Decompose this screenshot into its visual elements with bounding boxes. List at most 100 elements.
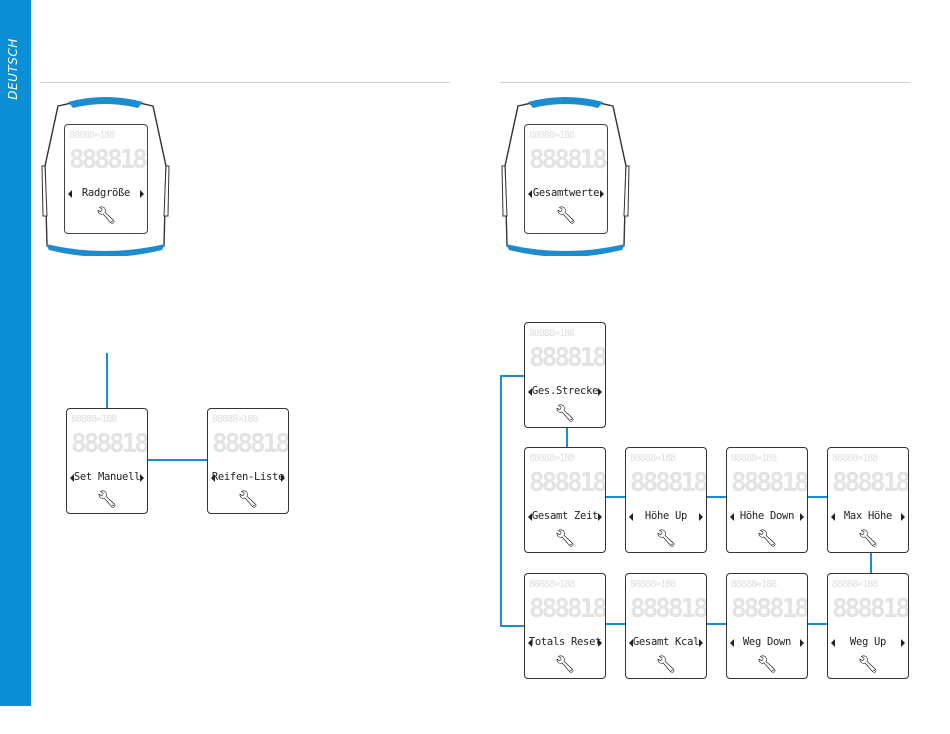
wrench-icon: 🔧︎ (756, 655, 778, 675)
arrow-left-icon (528, 639, 532, 647)
language-label: DEUTSCH (6, 38, 20, 100)
segment-top: 88888≈188 (832, 579, 878, 590)
arrow-left-icon (629, 639, 633, 647)
segment-big: 8888188 (69, 145, 147, 175)
arrow-right-icon (140, 190, 144, 198)
arrow-right-icon (598, 513, 602, 521)
menu-screen-hoehe-down: 88888≈188 8888188 Höhe Down 🔧︎ (726, 447, 808, 553)
connector-line (870, 553, 872, 574)
segment-top: 88888≈188 (630, 579, 676, 590)
wrench-icon: 🔧︎ (655, 655, 677, 675)
language-sidebar: DEUTSCH (0, 0, 31, 706)
device-screen-right: 88888≈188 8888188 Gesamtwerte 🔧︎ (524, 124, 608, 234)
segment-top: 88888≈188 (731, 453, 777, 464)
segment-big: 8888188 (529, 594, 605, 624)
menu-screen-weg-down: 88888≈188 8888188 Weg Down 🔧︎ (726, 573, 808, 679)
wrench-icon: 🔧︎ (554, 529, 576, 549)
menu-screen-reifen-liste: 88888≈188 8888188 Reifen-Liste 🔧︎ (207, 408, 289, 514)
segment-top: 88888≈188 (529, 579, 575, 590)
segment-top: 88888≈188 (832, 453, 878, 464)
screen-label: Radgröße (81, 187, 131, 199)
connector-line (106, 353, 108, 409)
segment-big: 8888188 (529, 145, 607, 175)
arrow-right-icon (800, 513, 804, 521)
wrench-icon: 🔧︎ (756, 529, 778, 549)
section-rule-left (40, 82, 450, 83)
connector-line (606, 496, 626, 498)
menu-screen-totals-reset: 88888≈188 8888188 Totals Reset 🔧︎ (524, 573, 606, 679)
menu-screen-set-manuell: 88888≈188 8888188 Set Manuell 🔧︎ (66, 408, 148, 514)
segment-top: 88888≈188 (529, 453, 575, 464)
menu-screen-hoehe-up: 88888≈188 8888188 Höhe Up 🔧︎ (625, 447, 707, 553)
wrench-icon: 🔧︎ (555, 206, 577, 226)
arrow-right-icon (901, 513, 905, 521)
arrow-right-icon (140, 474, 144, 482)
screen-label: Weg Up (849, 636, 887, 648)
wrench-icon: 🔧︎ (96, 490, 118, 510)
screen-label: Höhe Up (644, 510, 688, 522)
screen-label: Höhe Down (739, 510, 795, 522)
arrow-left-icon (68, 190, 72, 198)
arrow-left-icon (831, 639, 835, 647)
connector-line (500, 625, 524, 627)
segment-top: 88888≈188 (69, 130, 115, 141)
arrow-left-icon (211, 474, 215, 482)
arrow-left-icon (528, 513, 532, 521)
connector-line (500, 375, 524, 377)
arrow-right-icon (600, 190, 604, 198)
menu-screen-gesamt-kcal: 88888≈188 8888188 Gesamt Kcal 🔧︎ (625, 573, 707, 679)
segment-top: 88888≈188 (529, 130, 575, 141)
section-rule-right (500, 82, 910, 83)
connector-line (566, 428, 568, 448)
connector-line (148, 459, 208, 461)
arrow-right-icon (281, 474, 285, 482)
arrow-right-icon (598, 388, 602, 396)
device-screen-left: 88888≈188 8888188 Radgröße 🔧︎ (64, 124, 148, 234)
segment-big: 8888188 (529, 468, 605, 498)
segment-big: 8888188 (731, 468, 807, 498)
arrow-right-icon (699, 639, 703, 647)
wrench-icon: 🔧︎ (554, 655, 576, 675)
segment-top: 88888≈188 (529, 328, 575, 339)
wrench-icon: 🔧︎ (857, 655, 879, 675)
arrow-left-icon (528, 388, 532, 396)
segment-big: 8888188 (832, 468, 908, 498)
screen-label: Reifen-Liste (211, 471, 285, 483)
screen-label: Gesamt Kcal (632, 636, 700, 648)
arrow-left-icon (831, 513, 835, 521)
connector-line (500, 375, 502, 627)
arrow-right-icon (800, 639, 804, 647)
connector-line (606, 623, 626, 625)
screen-label: Ges.Strecke (531, 385, 599, 397)
menu-screen-ges-strecke: 88888≈188 8888188 Ges.Strecke 🔧︎ (524, 322, 606, 428)
segment-big: 8888188 (630, 468, 706, 498)
screen-label: Gesamt Zeit (531, 510, 599, 522)
segment-top: 88888≈188 (630, 453, 676, 464)
device-illustration-right: 88888≈188 8888188 Gesamtwerte 🔧︎ (498, 96, 633, 256)
device-illustration-left: 88888≈188 8888188 Radgröße 🔧︎ (38, 96, 173, 256)
arrow-left-icon (629, 513, 633, 521)
segment-big: 8888188 (71, 429, 147, 459)
connector-line (707, 623, 727, 625)
wrench-icon: 🔧︎ (95, 206, 117, 226)
wrench-icon: 🔧︎ (655, 529, 677, 549)
segment-big: 8888188 (212, 429, 288, 459)
menu-screen-gesamt-zeit: 88888≈188 8888188 Gesamt Zeit 🔧︎ (524, 447, 606, 553)
arrow-left-icon (730, 513, 734, 521)
screen-label: Set Manuell (73, 471, 141, 483)
segment-top: 88888≈188 (212, 414, 258, 425)
segment-big: 8888188 (832, 594, 908, 624)
connector-line (808, 623, 828, 625)
arrow-left-icon (528, 190, 532, 198)
connector-line (707, 496, 727, 498)
arrow-left-icon (730, 639, 734, 647)
wrench-icon: 🔧︎ (857, 529, 879, 549)
menu-screen-max-hoehe: 88888≈188 8888188 Max Höhe 🔧︎ (827, 447, 909, 553)
menu-screen-weg-up: 88888≈188 8888188 Weg Up 🔧︎ (827, 573, 909, 679)
segment-big: 8888188 (630, 594, 706, 624)
segment-big: 8888188 (731, 594, 807, 624)
segment-top: 88888≈188 (731, 579, 777, 590)
screen-label: Gesamtwerte (532, 187, 600, 199)
screen-label: Weg Down (742, 636, 792, 648)
arrow-right-icon (598, 639, 602, 647)
